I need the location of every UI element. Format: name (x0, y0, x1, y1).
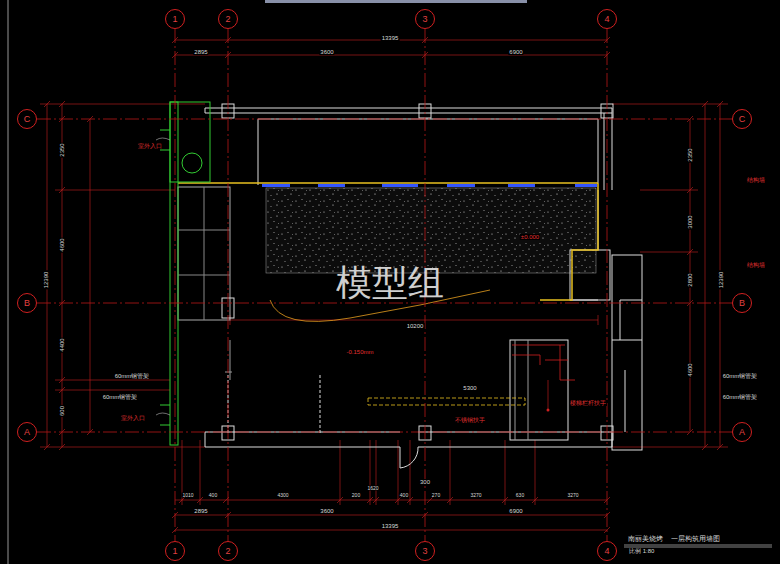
grid-label: 4 (604, 15, 609, 24)
grid-bubble: C (732, 109, 752, 129)
dimension-text: 3270 (469, 493, 482, 498)
dimension-text: 2350 (59, 142, 65, 157)
caption-rule (624, 545, 772, 547)
dimension-text: 12390 (718, 271, 724, 290)
grid-label: 2 (225, 15, 230, 24)
dimension-text: 60mm钢管架 (114, 373, 151, 379)
dimension-text: 不锈钢扶手 (454, 417, 486, 423)
grid-bubble: 2 (218, 541, 238, 561)
grid-label: C (24, 115, 31, 124)
grid-label: 1 (172, 15, 177, 24)
dimension-text: 2350 (687, 147, 693, 162)
dimension-text: 2895 (193, 49, 208, 55)
axis-line (607, 29, 608, 541)
dimension-text: 13395 (381, 523, 400, 529)
grid-label: 4 (604, 547, 609, 556)
grid-bubble: 4 (597, 541, 617, 561)
dimension-text: 630 (515, 493, 525, 498)
dimension-text: 60mm钢管架 (722, 373, 759, 379)
grid-label: 3 (422, 15, 427, 24)
dimension-text: 结构墙 (746, 262, 766, 268)
dimension-text: ±0.000 (520, 234, 540, 240)
watermark: 模型组 (335, 265, 445, 301)
dimension-text: 5300 (462, 385, 477, 391)
grid-bubble: 3 (415, 541, 435, 561)
dimension-text: 6900 (508, 49, 523, 55)
dimension-text: 2800 (687, 272, 693, 287)
grid-bubble: 2 (218, 9, 238, 29)
dimension-text: 4300 (276, 493, 289, 498)
dimension-text: 结构墙 (746, 177, 766, 183)
grid-label: B (24, 299, 30, 308)
dimension-text: 60mm钢管架 (102, 394, 139, 400)
edge-line (178, 183, 598, 300)
stair-marking (512, 345, 575, 380)
grid-bubble: B (17, 293, 37, 313)
dimension-text: 400 (399, 493, 409, 498)
axis-line (228, 29, 229, 541)
dimension-text: 1010 (181, 493, 194, 498)
grid-bubble: B (732, 293, 752, 313)
dimension-text: 200 (351, 493, 361, 498)
dimension-text: 10200 (406, 323, 425, 329)
dimension-text: 3600 (319, 49, 334, 55)
dimension-text: 6900 (508, 508, 523, 514)
dimension-text: 4600 (687, 362, 693, 377)
grid-bubble: A (17, 422, 37, 442)
dimension-text: 4400 (59, 337, 65, 352)
dimension-text: 室外入口 (120, 415, 146, 421)
grid-label: A (739, 428, 745, 437)
grid-label: B (739, 299, 745, 308)
grid-bubble: C (17, 109, 37, 129)
grid-label: C (739, 115, 746, 124)
fittings (262, 184, 597, 187)
drawing-title: 南丽美烧烤 一层构筑用墙图 (628, 535, 720, 542)
axis-line (37, 432, 732, 433)
dimension-text: 60mm钢管架 (722, 394, 759, 400)
dimension-lines (40, 37, 728, 533)
dimension-text: -0.150mm (345, 349, 374, 355)
dimension-text: 楼梯栏杆扶手 (569, 400, 607, 406)
dimension-text: 270 (431, 493, 441, 498)
dimension-text: 13395 (381, 35, 400, 41)
dimension-text: 1620 (366, 486, 379, 491)
grid-label: 3 (422, 547, 427, 556)
grid-label: 1 (172, 547, 177, 556)
grid-bubble: A (732, 422, 752, 442)
grid-label: A (24, 428, 30, 437)
glass-wall (160, 102, 210, 445)
dimension-text: 400 (208, 493, 218, 498)
dimension-text: 300 (419, 479, 431, 485)
door-swing (156, 138, 170, 415)
stair-dot (547, 409, 550, 412)
stair-arrow (548, 380, 549, 410)
dimension-text: 2895 (193, 508, 208, 514)
axis-line (37, 303, 732, 304)
dimension-text: 3000 (687, 214, 693, 229)
axis-line (37, 119, 732, 120)
dimension-text: 12390 (43, 271, 49, 290)
counter (368, 398, 525, 405)
sheet-border (8, 0, 9, 564)
dimension-text: 600 (59, 405, 65, 417)
axis-line (175, 29, 176, 541)
top-bar (265, 0, 527, 3)
grid-bubble: 1 (165, 541, 185, 561)
grid-bubble: 3 (415, 9, 435, 29)
dimension-text: 3270 (566, 493, 579, 498)
dimension-text: 室外入口 (137, 143, 163, 149)
grid-bubble: 1 (165, 9, 185, 29)
dimension-text: 3600 (319, 508, 334, 514)
dimension-text: 比例 1:80 (628, 548, 655, 554)
grid-label: 2 (225, 547, 230, 556)
stone-floor (266, 188, 596, 273)
grid-bubble: 4 (597, 9, 617, 29)
walls (178, 104, 642, 468)
dimension-text: 4600 (59, 237, 65, 252)
